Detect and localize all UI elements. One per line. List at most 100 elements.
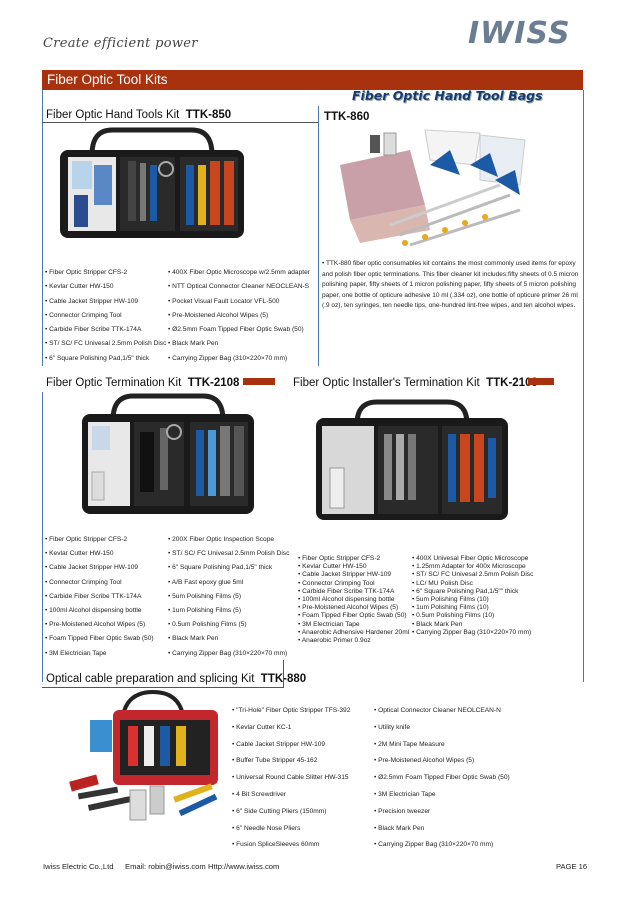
list-item: • 1um Polishing Films (5) <box>168 607 242 615</box>
list-item: • Optical Connector Cleaner NEOLCEAN-N <box>374 707 501 714</box>
ttk860-description: • TTK-880 fiber optic consumables kit co… <box>322 260 579 310</box>
list-item: • Pre-Moistened Alcohol Wipes (5) <box>374 757 475 765</box>
section-title-ttk2109: Fiber Optic Installer's Termination Kit … <box>293 377 538 389</box>
accent-bar <box>528 378 554 385</box>
list-item: • Carbide Fiber Scribe TTK-174A <box>45 326 142 334</box>
section-title-ttk860: TTK-860 <box>324 111 370 123</box>
list-item: • Black Mark Pen <box>374 824 425 832</box>
list-item: • Kevlar Cutter HW-150 <box>45 283 114 291</box>
list-item: • Connector Crimping Tool <box>45 311 122 319</box>
footer-company: Iwiss Electric Co.,Ltd <box>43 862 114 871</box>
middle-rule <box>318 106 319 366</box>
list-item: • 400X Univesal Fiber Optic Microscope <box>412 555 529 562</box>
list-item: • Black Mark Pen <box>168 340 219 348</box>
list-item: • Cable Jacket Stripper HW-109 <box>298 571 392 579</box>
list-item: • Kevlar Cutter HW-150 <box>298 563 367 571</box>
list-item: • 100ml Alcohol dispensing bottle <box>45 607 142 615</box>
list-item: • Carbide Fiber Scribe TTK-174A <box>298 587 395 595</box>
list-item: • 3M Electrician Tape <box>374 790 436 798</box>
subheading: Fiber Optic Hand Tool Bags <box>352 88 543 103</box>
list-item: • 3M Electrician Tape <box>45 649 107 657</box>
divider <box>42 687 283 688</box>
list-item: • A/B Fast epoxy glue 5ml <box>168 578 244 586</box>
list-item: • Utility knife <box>374 723 411 731</box>
list-item: • 3M Electrician Tape <box>298 620 360 628</box>
list-item: • 6" Square Polishing Pad,1/5"" thick <box>412 587 519 595</box>
list-item: • 200X Fiber Optic Inspection Scope <box>168 536 275 543</box>
section-title-ttk850: Fiber Optic Hand Tools Kit TTK-850 <box>46 109 232 121</box>
list-item: • Cable Jacket Stripper HW-109 <box>232 740 326 748</box>
ttk880-kit-image <box>58 690 228 825</box>
ttk2109-bag-image <box>312 398 512 523</box>
list-item: • ST/ SC/ FC Univesal 2.5mm Polish Disc <box>45 340 167 348</box>
ttk850-list-col2: • 400X Fiber Optic Microscope w/2.5mm ad… <box>168 266 310 366</box>
ttk2109-list-col1: • Fiber Optic Stripper CFS-2 • Kevlar Cu… <box>298 555 409 645</box>
list-item: • Black Mark Pen <box>412 620 463 628</box>
list-item: • Connector Crimping Tool <box>298 579 375 587</box>
ttk2108-bag-image <box>78 392 258 517</box>
list-item: • Carrying Zipper Bag (310×220×70 mm) <box>168 354 288 362</box>
list-item: • Pre-Moistened Alcohol Wipes (5) <box>45 621 146 629</box>
ttk2108-list-col2: • 200X Fiber Optic Inspection Scope • ST… <box>168 533 289 661</box>
list-item: • Anaerobic Adhensive Hardener 20ml <box>298 628 410 636</box>
logo-text: IWISS <box>468 16 571 51</box>
list-item: • Anaerobic Primer 0.9oz <box>298 637 371 645</box>
list-item: • Carrying Zipper Bag (310×220×70 mm) <box>168 649 288 657</box>
list-item: • Carrying Zipper Bag (310×220×70 mm) <box>412 628 532 636</box>
left-rule-2 <box>42 392 43 682</box>
list-item: • 6" Side Cutting Pliers (150mm) <box>232 807 327 815</box>
ttk2108-list-col1: • Fiber Optic Stripper CFS-2 • Kevlar Cu… <box>45 533 154 661</box>
list-item: • 400X Fiber Optic Microscope w/2.5mm ad… <box>168 269 310 276</box>
list-item: • Carbide Fiber Scribe TTK-174A <box>45 592 142 600</box>
list-item: • Black Mark Pen <box>168 635 219 643</box>
list-item: • Fiber Optic Stripper CFS-2 <box>45 536 128 543</box>
list-item: • Buffer Tube Stripper 45-162 <box>232 757 318 765</box>
section-title-ttk880: Optical cable preparation and splicing K… <box>46 673 306 685</box>
list-item: • Cable Jacket Stripper HW-109 <box>45 564 139 572</box>
ttk880-list-col1: • "Tri-Hole" Fiber Optic Stripper TFS-39… <box>232 703 350 854</box>
right-rule <box>583 90 584 682</box>
ttk2109-list-col2: • 400X Univesal Fiber Optic Microscope •… <box>412 555 533 637</box>
list-item: • "Tri-Hole" Fiber Optic Stripper TFS-39… <box>232 707 351 714</box>
list-item: • ST/ SC/ FC Univesal 2.5mm Polish Disc <box>168 550 290 558</box>
list-item: • 1.25mm Adapter for 400x Microscope <box>412 563 526 571</box>
list-item: • Kevlar Cutter KC-1 <box>232 723 292 731</box>
list-item: • 6" Square Polishing Pad,1/5" thick <box>168 564 273 572</box>
list-item: • 4 Bit Screwdriver <box>232 790 286 798</box>
list-item: • 100ml Alcohol dispensing bottle <box>298 596 395 604</box>
list-item: • 0.5um Polishing Films (5) <box>168 621 247 629</box>
list-item: • Pocket Visual Fault Locator VFL-500 <box>168 297 280 305</box>
list-item: • NTT Optical Connector Cleaner NEOCLEAN… <box>168 283 310 291</box>
list-item: • LC/ MU Polish Disc <box>412 579 473 587</box>
ttk880-list-col2: • Optical Connector Cleaner NEOLCEAN-N •… <box>374 703 510 854</box>
ttk850-bag-image <box>52 125 252 240</box>
iwiss-logo: IWISS <box>468 16 571 51</box>
list-item: • Pre-Moistened Alcohol Wipes (5) <box>298 604 399 612</box>
list-item: • 6" Needle Nose Pliers <box>232 824 301 832</box>
list-item: • Carrying Zipper Bag (310×220×70 mm) <box>374 841 494 849</box>
list-item: • Fiber Optic Stripper CFS-2 <box>45 269 128 276</box>
list-item: • Precision tweezer <box>374 807 431 815</box>
list-item: • 1um Polishing Films (10) <box>412 604 489 612</box>
footer-website[interactable]: Http://www.iwiss.com <box>208 862 280 871</box>
list-item: • 6" Square Polishing Pad,1/5" thick <box>45 354 150 362</box>
list-item: • 2M Mini Tape Measure <box>374 740 445 748</box>
list-item: • Ø2.5mm Foam Tipped Fiber Optic Swab (5… <box>374 774 510 782</box>
accent-bar <box>243 378 275 385</box>
list-item: • Kevlar Cutter HW-150 <box>45 550 114 558</box>
divider <box>283 660 284 688</box>
divider <box>42 122 318 123</box>
list-item: • Universal Round Cable Slitter HW-315 <box>232 774 349 782</box>
section-title-ttk2108: Fiber Optic Termination Kit TTK-2108 <box>46 377 240 389</box>
list-item: • ST/ SC/ FC Univesal 2.5mm Polish Disc <box>412 571 534 579</box>
list-item: • Connector Crimping Tool <box>45 578 122 586</box>
ttk860-consumables-image <box>330 125 530 255</box>
list-item: • Fiber Optic Stripper CFS-2 <box>298 555 381 562</box>
list-item: • Pre-Moistened Alcohol Wipes (5) <box>168 311 269 319</box>
list-item: • Foam Tipped Fiber Optic Swab (50) <box>298 612 407 620</box>
list-item: • Fusion SpliceSleeves 60mm <box>232 841 320 849</box>
footer-email[interactable]: Email: robin@iwiss.com <box>125 862 206 871</box>
ttk850-list-col1: • Fiber Optic Stripper CFS-2 • Kevlar Cu… <box>45 266 166 366</box>
list-item: • Ø2.5mm Foam Tipped Fiber Optic Swab (5… <box>168 326 304 334</box>
list-item: • 5um Polishing Films (5) <box>168 592 242 600</box>
